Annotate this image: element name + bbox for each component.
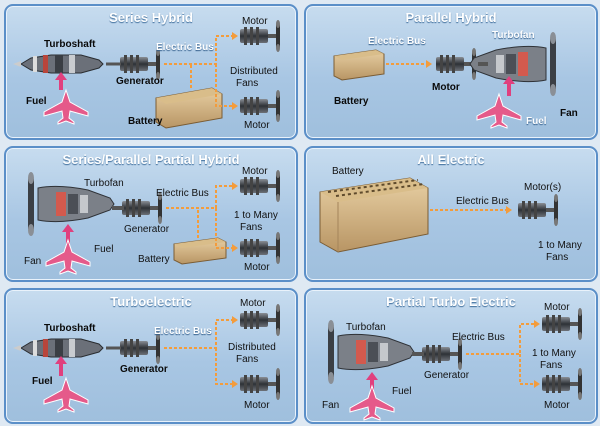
label-one-to-many: 1 to Many — [532, 348, 576, 359]
panel-turboelectric: Turboelectric Turboshaft Electric Bus Ge… — [4, 288, 298, 424]
label-fuel: Fuel — [32, 376, 53, 387]
label-electric-bus: Electric Bus — [156, 188, 209, 199]
label-motor-bottom: Motor — [544, 400, 570, 411]
panel-partial-turbo-electric: Partial Turbo Electric Turbofan Electric… — [304, 288, 598, 424]
power-flow-arrow — [164, 35, 232, 107]
panel-series-hybrid: Series Hybrid Turboshaft Electric Bus Ge… — [4, 4, 298, 140]
panel-title: Partial Turbo Electric — [386, 294, 516, 309]
label-motor-top: Motor — [240, 298, 266, 309]
series-hybrid-diagram — [12, 20, 280, 129]
motor-bottom-icon — [240, 232, 280, 264]
label-fan: Fan — [24, 256, 42, 267]
label-fans: Fans — [236, 354, 259, 365]
label-fans: Fans — [540, 360, 563, 371]
motor-bottom-icon — [240, 368, 280, 400]
label-electric-bus: Electric Bus — [456, 196, 509, 207]
label-fuel: Fuel — [392, 386, 412, 397]
series-parallel-diagram — [27, 170, 280, 275]
label-battery: Battery — [334, 96, 369, 107]
label-motor-bottom: Motor — [244, 262, 270, 273]
motor-icon — [518, 194, 558, 226]
label-turbofan: Turbofan — [346, 322, 386, 333]
label-turbofan: Turbofan — [492, 30, 535, 41]
turboelectric-diagram — [12, 304, 280, 413]
label-one-to-many: 1 to Many — [234, 210, 278, 221]
panel-title: Series/Parallel Partial Hybrid — [62, 152, 240, 167]
label-fuel: Fuel — [26, 96, 47, 107]
turboshaft-engine-icon — [12, 338, 104, 358]
battery-icon — [319, 177, 429, 253]
battery-icon — [173, 237, 227, 265]
label-generator: Generator — [116, 76, 164, 87]
battery-icon — [333, 49, 385, 81]
label-battery: Battery — [138, 254, 170, 265]
label-motor: Motor — [432, 82, 460, 93]
label-fuel: Fuel — [94, 244, 114, 255]
panel-all-electric: All Electric Battery Electric Bus Motor(… — [304, 146, 598, 282]
label-electric-bus: Electric Bus — [452, 332, 505, 343]
label-motor-top: Motor — [242, 16, 268, 27]
label-generator: Generator — [124, 224, 170, 235]
aircraft-icon — [349, 385, 395, 421]
label-fan: Fan — [560, 108, 578, 119]
label-turbofan: Turbofan — [84, 178, 124, 189]
label-distributed: Distributed — [230, 66, 278, 77]
label-distributed: Distributed — [228, 342, 276, 353]
all-electric-diagram — [319, 177, 558, 253]
label-fan: Fan — [322, 400, 340, 411]
power-flow-arrow — [166, 185, 232, 249]
panel-title: Turboelectric — [110, 294, 192, 309]
label-electric-bus: Electric Bus — [154, 326, 212, 337]
label-fuel: Fuel — [526, 116, 547, 127]
label-generator: Generator — [424, 370, 470, 381]
panel-title: Series Hybrid — [109, 10, 193, 25]
label-one-to-many: 1 to Many — [538, 240, 582, 251]
label-electric-bus: Electric Bus — [156, 42, 214, 53]
label-turboshaft: Turboshaft — [44, 39, 96, 50]
label-motor-top: Motor — [544, 302, 570, 313]
label-fans: Fans — [546, 252, 569, 263]
battery-icon — [155, 87, 223, 129]
label-motor-bottom: Motor — [244, 120, 270, 131]
label-battery: Battery — [128, 116, 163, 127]
power-flow-arrow — [164, 319, 232, 385]
panel-parallel-hybrid: Parallel Hybrid Electric Bus Turbofan Ba… — [304, 4, 598, 140]
partial-turbo-electric-diagram — [327, 308, 582, 421]
aircraft-icon — [43, 89, 89, 125]
motor-bottom-icon — [542, 368, 582, 400]
power-flow-arrow — [466, 323, 534, 385]
motor-bottom-icon — [240, 90, 280, 122]
label-fans: Fans — [240, 222, 263, 233]
label-battery: Battery — [332, 166, 364, 177]
label-electric-bus: Electric Bus — [368, 36, 426, 47]
panel-title: All Electric — [417, 152, 485, 167]
label-motor-top: Motor — [242, 166, 268, 177]
label-generator: Generator — [120, 364, 168, 375]
label-fans: Fans — [236, 78, 259, 89]
label-motors: Motor(s) — [524, 182, 562, 193]
turboshaft-engine-icon — [12, 54, 104, 74]
panel-series-parallel-partial-hybrid: Series/Parallel Partial Hybrid Turbofan … — [4, 146, 298, 282]
parallel-hybrid-diagram — [333, 31, 557, 129]
label-motor-bottom: Motor — [244, 400, 270, 411]
label-turboshaft: Turboshaft — [44, 323, 96, 334]
aircraft-icon — [476, 93, 522, 129]
panel-title: Parallel Hybrid — [405, 10, 497, 25]
aircraft-icon — [45, 239, 91, 275]
